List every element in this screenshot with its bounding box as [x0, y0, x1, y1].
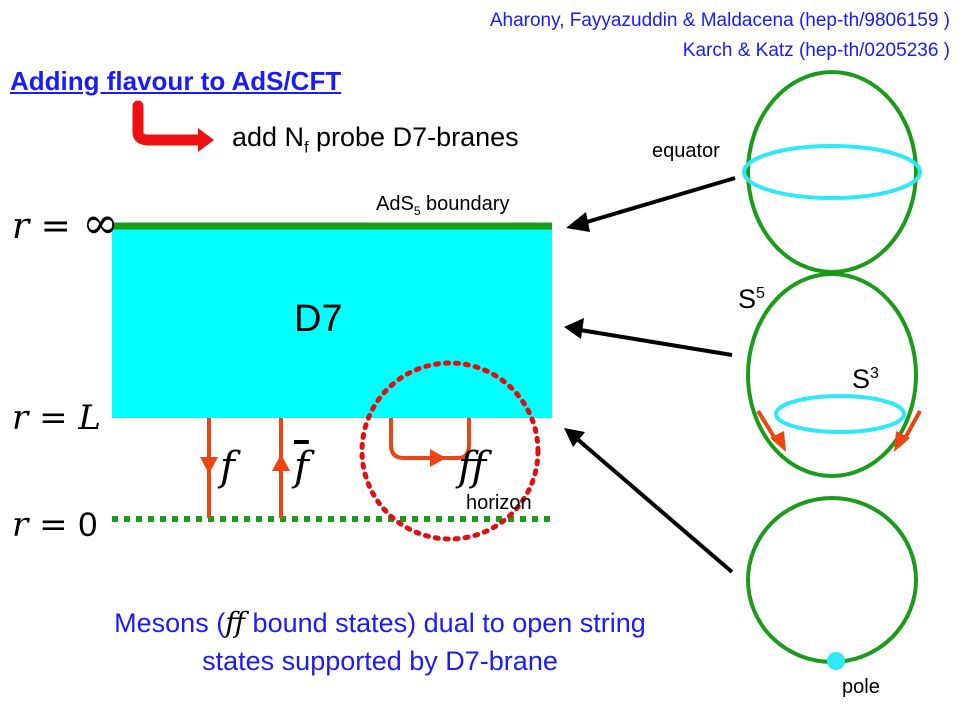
meson-f-label: ff [458, 444, 486, 490]
s3-arrowhead [564, 318, 584, 339]
caption-line-1: Mesons (ff bound states) dual to open st… [30, 604, 730, 642]
s3-left-arrow [756, 409, 778, 442]
add-sub: f [304, 139, 309, 157]
s3-label: S3 [852, 364, 879, 395]
quark-string-f-arrowhead [200, 457, 218, 474]
equator-arrow [579, 176, 736, 226]
s3-right-arrowhead [894, 431, 910, 452]
equator-arrowhead [566, 212, 590, 232]
s5-label: S5 [738, 284, 765, 315]
reference-1: Aharony, Fayyazuddin & Maldacena (hep-th… [489, 10, 950, 31]
add-suffix: probe D7-branes [308, 122, 519, 152]
caption-f: f [225, 606, 246, 639]
ads5-sub: 5 [413, 204, 421, 218]
add-arrow [132, 100, 214, 152]
s3-ellipse [774, 394, 906, 434]
equator-label: equator [652, 140, 720, 162]
pole-dot [827, 652, 845, 670]
pole-arrow [574, 436, 734, 574]
reference-2: Karch & Katz (hep-th/0205236 ) [682, 40, 950, 61]
meson-dotted-circle [359, 360, 541, 542]
r-zero-label: r = 0 [12, 505, 97, 545]
r-l-eq: = [28, 398, 79, 438]
s3-letter: S [852, 364, 871, 394]
quark-fbar-label: f [294, 444, 309, 490]
slide-title: Adding flavour to AdS/CFT [10, 66, 342, 96]
s5-letter: S [738, 284, 757, 314]
equator-ellipse [742, 144, 922, 200]
d7-brane-region [112, 226, 552, 418]
caption: Mesons (ff bound states) dual to open st… [30, 604, 730, 680]
references: Aharony, Fayyazuddin & Maldacena (hep-th… [490, 6, 950, 66]
caption-line-2: states supported by D7-brane [202, 646, 558, 676]
caption-prefix: Mesons ( [114, 608, 226, 638]
caption-suffix: bound states) dual to open string [245, 608, 646, 638]
quark-string-fbar-arrowhead [272, 454, 290, 471]
r-infinity-label: r = ∞ [12, 198, 119, 249]
s3-sup: 3 [870, 365, 879, 382]
r-zero-var: r [12, 505, 29, 545]
r-l-var: r [12, 398, 29, 438]
quark-f-label: f [220, 444, 235, 490]
s3-right-arrow [902, 410, 922, 441]
d7-label: D7 [294, 298, 343, 340]
sphere-pole-outline [746, 496, 918, 664]
sphere-s5-outline [746, 272, 918, 478]
sphere-equator-outline [746, 70, 918, 274]
r-zero-val: 0 [78, 506, 98, 544]
pole-label: pole [842, 676, 880, 698]
r-infinity-eq: = [29, 206, 83, 247]
meson-f: f [458, 444, 487, 490]
s3-left-arrowhead [770, 431, 786, 452]
r-l-val: L [78, 398, 101, 438]
ads5-suffix: boundary [420, 193, 510, 215]
r-infinity-var: r [12, 206, 30, 247]
meson-string-arrowhead [430, 449, 446, 467]
add-prefix: add N [232, 122, 305, 152]
add-probe-text: add Nf probe D7-branes [232, 122, 519, 157]
r-zero-eq: = [28, 505, 79, 545]
ads5-prefix: AdS [376, 193, 414, 215]
r-l-label: r = L [12, 398, 101, 438]
s5-sup: 5 [756, 285, 765, 302]
ads5-boundary-label: AdS5 boundary [376, 193, 509, 218]
pole-arrowhead [564, 428, 585, 447]
horizon-label: horizon [466, 492, 532, 514]
r-infinity-val: ∞ [82, 198, 119, 249]
s3-arrow [579, 328, 733, 357]
